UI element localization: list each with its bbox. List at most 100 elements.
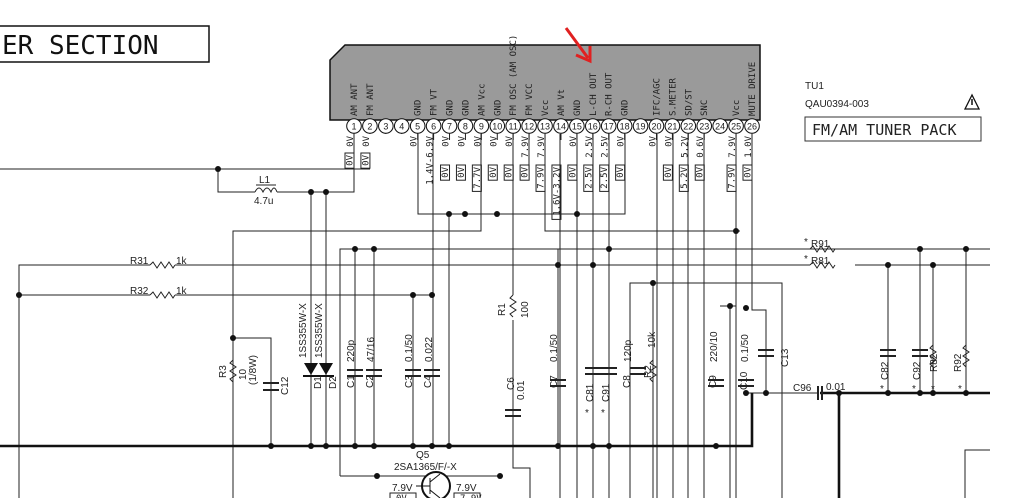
label-c2v: 47/16 xyxy=(366,337,377,362)
pin-number: 26 xyxy=(747,122,757,132)
junction-dots xyxy=(16,166,969,479)
pin-label: IFC/AGC xyxy=(652,78,662,116)
pin-voltage: 0V xyxy=(473,135,483,146)
pin-voltage-boxed: 7.9V xyxy=(537,166,547,188)
pin-label: FM ANT xyxy=(366,83,376,116)
pin-label: L-CH OUT xyxy=(589,72,599,116)
label-r3w: (1/8W) xyxy=(248,355,259,385)
pin-number: 16 xyxy=(588,122,598,132)
pin-voltage: 2.5V xyxy=(601,135,611,157)
label-c9: C9 xyxy=(708,375,719,388)
pin-voltage: 7.9V xyxy=(728,135,738,157)
pin-label: AM Vt xyxy=(557,89,567,116)
pin-number: 19 xyxy=(636,122,646,132)
pin-voltage: 0V xyxy=(648,135,658,146)
pin-voltage: 0.6V xyxy=(696,135,706,157)
label-c96: C96 xyxy=(793,383,812,394)
pin-number: 6 xyxy=(431,122,436,132)
pin-number: 11 xyxy=(509,122,518,132)
label-c96v: 0.01 xyxy=(826,382,846,393)
pin-voltage: 7.9V xyxy=(521,135,531,157)
pin-voltage-boxed: 0V xyxy=(489,166,499,177)
label-c4: C4 xyxy=(423,375,434,388)
pin-voltage: 7.9V xyxy=(537,135,547,157)
pin-voltage-box xyxy=(487,164,498,181)
diodes xyxy=(303,363,334,377)
pin-number: 9 xyxy=(479,122,484,132)
label-c81: C81 xyxy=(585,383,596,402)
optional-part-marker: * xyxy=(804,254,808,265)
tuner-ref: TU1 xyxy=(805,81,824,92)
label-r32: R32 xyxy=(130,286,149,297)
pin-voltage: 1.4V-6.9V xyxy=(426,135,436,184)
optional-part-marker: * xyxy=(958,384,962,395)
pin-label: AM ANT xyxy=(350,83,360,116)
optional-part-marker: * xyxy=(585,408,589,419)
q5-voltage-box xyxy=(389,492,417,498)
label-q5r: 7.9V xyxy=(456,483,477,494)
pin-voltage: 0V xyxy=(489,135,499,146)
pin-circle xyxy=(346,118,362,134)
pin-number: 13 xyxy=(540,122,550,132)
pin-voltage: 0V xyxy=(617,135,627,146)
pin-label: FM VT xyxy=(430,88,440,116)
inductor-l1: L1 4.7u xyxy=(254,175,278,207)
label-c1v: 220p xyxy=(346,339,357,362)
label-c12: C12 xyxy=(280,376,291,395)
optional-part-marker: * xyxy=(912,384,916,395)
pin-number: 23 xyxy=(699,122,709,132)
pin-voltage-box xyxy=(360,152,371,169)
tuner-name-box xyxy=(804,116,982,142)
resistors xyxy=(149,245,970,383)
pin-number: 2 xyxy=(367,122,372,132)
label-c8: C8 xyxy=(622,375,633,388)
pin-number: 15 xyxy=(572,122,582,132)
pin-voltage-boxed: 2.5V xyxy=(584,166,594,188)
pin-voltage-boxed: 5.2V xyxy=(680,166,690,188)
pin-label: FM VCC xyxy=(525,83,535,116)
pin-number: 5 xyxy=(415,122,420,132)
pin-label: GND xyxy=(621,100,631,116)
transistor-q5 xyxy=(416,471,451,498)
ic-pin: 4 xyxy=(393,118,410,134)
pin-number: 21 xyxy=(667,122,677,132)
pin-circle xyxy=(378,118,394,134)
label-c10: C10 xyxy=(739,371,750,390)
pin-voltage-boxed: 1.6V-3.2V xyxy=(552,166,562,215)
pin-label: GND xyxy=(414,100,424,116)
label-r31: R31 xyxy=(130,256,149,267)
pin-label: GND xyxy=(461,100,471,116)
pin-voltage-boxed: 2.5V xyxy=(600,166,610,188)
ic-pin: 24 xyxy=(712,118,728,134)
label-c6v: 0.01 xyxy=(516,380,527,400)
label-q5l: 7.9V xyxy=(392,483,413,494)
label-c7v: 0.1/50 xyxy=(549,334,560,362)
ic-pin: 3 xyxy=(378,118,394,134)
pin-voltage-boxed: 0V xyxy=(744,166,754,177)
q5-voltage-box xyxy=(453,492,481,498)
label-q5v: 2SA1365/F/-X xyxy=(394,462,457,473)
label-d1v: 1SS355W-X xyxy=(298,303,309,358)
pin-number: 25 xyxy=(731,122,741,132)
label-r31v: 1k xyxy=(176,256,188,267)
ic-pin: 13 Vcc 7.9V 7.9V xyxy=(535,100,553,192)
label-r32v: 1k xyxy=(176,286,188,297)
pin-label: R-CH OUT xyxy=(605,72,615,116)
pin-voltage: 0V xyxy=(569,135,579,146)
label-c8v: 120p xyxy=(623,339,634,362)
pin-voltage: 1.0V xyxy=(744,135,754,157)
label-q5: Q5 xyxy=(416,450,430,461)
pin-label: MUTE DRIVE xyxy=(748,62,758,116)
pin-label: Vcc xyxy=(541,100,551,116)
pin-voltage-boxed: 7.9V xyxy=(728,166,738,188)
